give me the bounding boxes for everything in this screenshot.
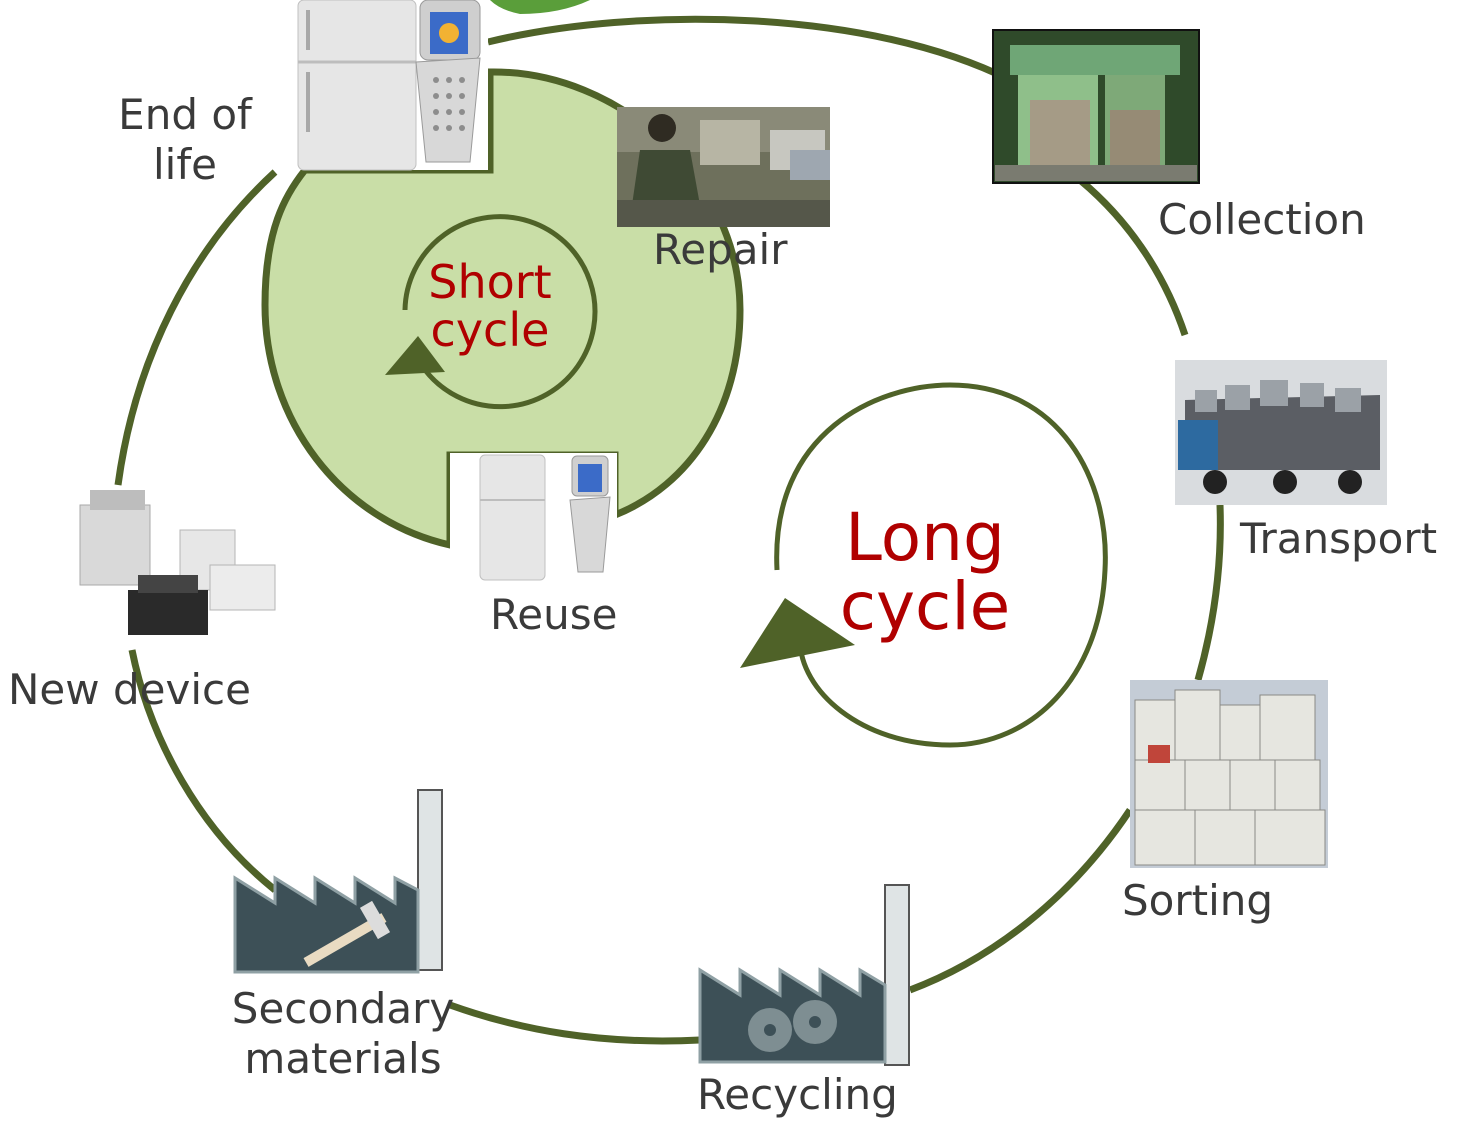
partial-green-blob: [490, 0, 590, 14]
short-cycle-loop: [402, 214, 598, 410]
outer-cycle-path: [487, 15, 1012, 84]
label-transport: Transport: [1240, 514, 1438, 563]
repair-photo: [617, 107, 830, 227]
collection-bins-photo: [992, 29, 1200, 184]
recycling-factory-icon: [698, 884, 910, 1066]
loaded-truck-photo: [1175, 360, 1387, 505]
reuse-devices: [450, 453, 617, 581]
hammer-icon: [303, 900, 391, 967]
label-sorting: Sorting: [1122, 876, 1274, 925]
end-of-life-devices: [288, 0, 488, 171]
outer-cycle-path-7: [114, 169, 278, 486]
secondary-factory-icon: [233, 789, 443, 974]
label-secondary-materials: Secondary materials: [231, 984, 455, 1084]
printers-photo: [79, 490, 276, 635]
long-cycle-loop: [774, 382, 1108, 748]
label-repair: Repair: [653, 225, 788, 274]
reuse-refrigerator-icon: [479, 454, 546, 581]
label-recycling: Recycling: [697, 1070, 898, 1119]
outer-cycle-path-5: [448, 1001, 701, 1045]
outer-cycle-path-2: [1077, 177, 1189, 337]
short-cycle-arrowhead: [385, 336, 445, 375]
label-new-device: New device: [8, 665, 251, 714]
outer-cycle-path-3: [1194, 504, 1224, 681]
refrigerator-icon: [297, 0, 417, 171]
flip-phone-icon: [415, 0, 481, 163]
outer-cycle-path-4: [908, 808, 1133, 994]
label-reuse: Reuse: [490, 590, 618, 639]
outer-cycle-path-6: [128, 649, 278, 893]
stacked-appliances-photo: [1130, 680, 1328, 868]
long-cycle-label: Long cycle: [839, 499, 1011, 646]
label-collection: Collection: [1158, 195, 1366, 244]
reuse-phone-icon: [569, 455, 611, 573]
short-cycle-label: Short cycle: [428, 255, 552, 358]
label-end-of-life: End of life: [118, 90, 252, 190]
long-cycle-arrowhead: [740, 598, 855, 668]
